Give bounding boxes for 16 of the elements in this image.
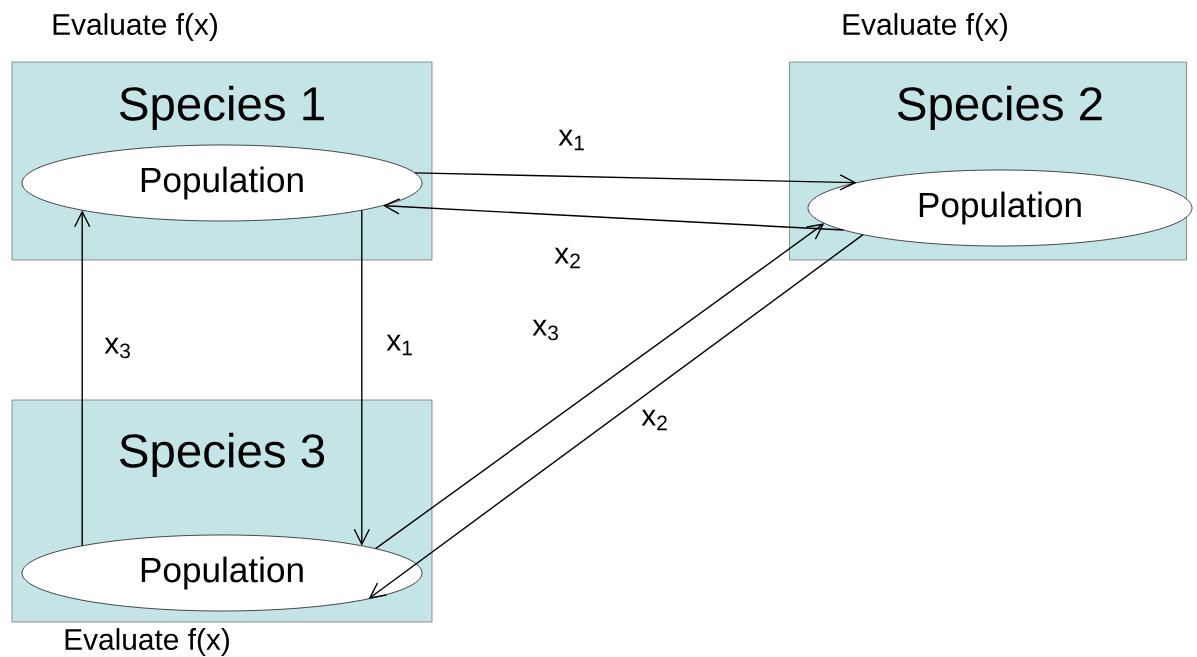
arrow xyxy=(374,223,825,550)
edge-label: x$_{3}$ xyxy=(530,317,562,342)
node-label: Population xyxy=(919,191,1081,225)
caption-text: Evaluate f(x) xyxy=(53,13,217,41)
caption-text: Evaluate f(x) xyxy=(65,628,229,656)
edge-label: x$_{2}$ xyxy=(552,246,584,270)
caption-text: Evaluate f(x) xyxy=(843,13,1007,41)
edge-label: x$_{2}$ xyxy=(639,408,671,432)
edge-label: x$_{3}$ xyxy=(102,335,134,360)
arrow xyxy=(368,233,864,599)
edge-label: x$_{1}$ xyxy=(556,128,588,152)
arrow xyxy=(353,209,370,546)
arrow xyxy=(414,172,857,191)
arrow xyxy=(74,210,91,547)
arrow xyxy=(382,198,845,231)
edge-label: x$_{1}$ xyxy=(384,333,416,357)
